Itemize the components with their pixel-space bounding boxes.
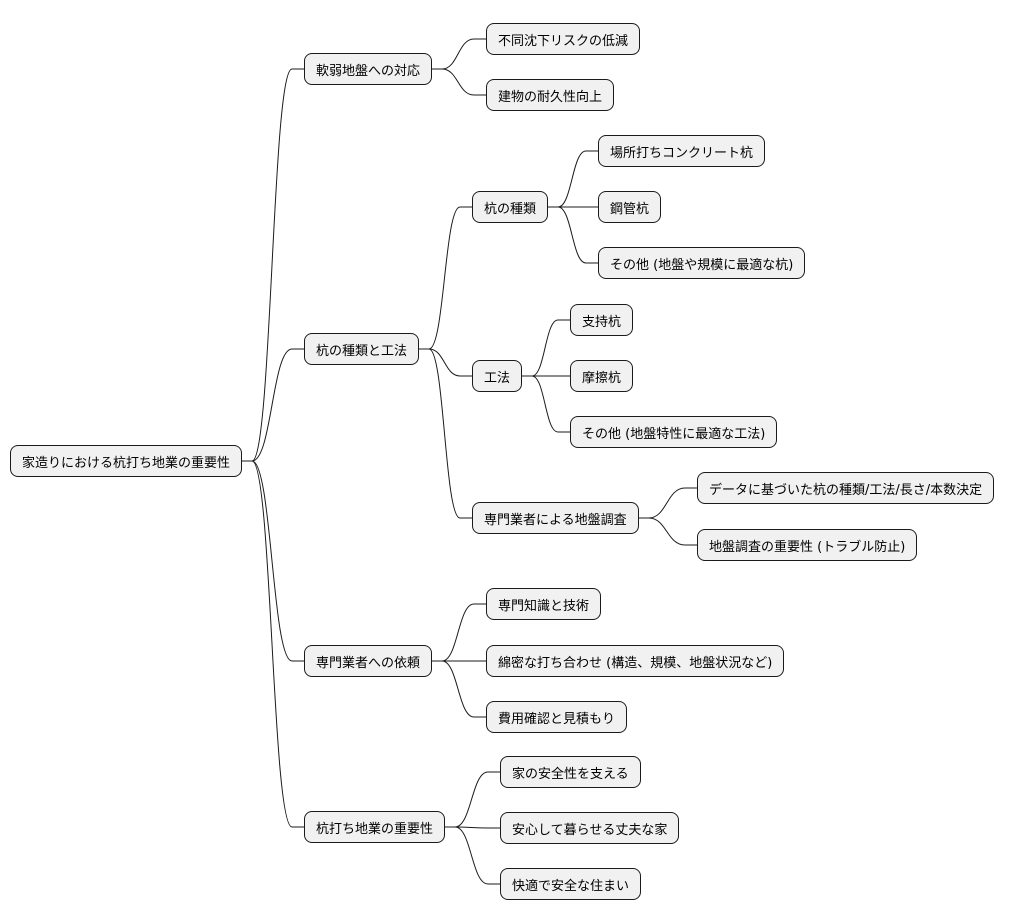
connector-22 (445, 826, 500, 885)
connector-8 (419, 348, 472, 519)
node-comfortable-home: 快適で安全な住まい (500, 868, 642, 900)
node-expertise: 専門知識と技術 (486, 588, 602, 620)
connector-12 (522, 319, 570, 377)
node-durability: 建物の耐久性向上 (486, 79, 615, 111)
node-root: 家造りにおける杭打ち地業の重要性 (10, 445, 243, 477)
node-survey-importance: 地盤調査の重要性 (トラブル防止) (697, 529, 918, 561)
connector-14 (522, 375, 570, 433)
connector-15 (638, 487, 697, 519)
connector-6 (419, 206, 472, 350)
node-pile-types-methods: 杭の種類と工法 (304, 333, 420, 365)
node-cast-in-place-pile: 場所打ちコンクリート杭 (598, 135, 766, 167)
connector-4 (432, 38, 486, 70)
node-data-decision: データに基づいた杭の種類/工法/長さ/本数決定 (697, 472, 995, 504)
connector-0 (242, 68, 304, 462)
node-ground-survey: 専門業者による地盤調査 (472, 502, 639, 534)
node-pile-types: 杭の種類 (472, 191, 549, 223)
node-uneven-settlement: 不同沈下リスクの低減 (486, 23, 641, 55)
connector-9 (548, 150, 598, 208)
connector-16 (638, 517, 697, 546)
connector-11 (548, 206, 598, 264)
node-house-safety: 家の安全性を支える (500, 756, 641, 788)
connector-5 (432, 68, 486, 96)
node-other-method: その他 (地盤特性に最適な工法) (570, 416, 778, 448)
node-detailed-meeting: 綿密な打ち合わせ (構造、規模、地盤状況など) (486, 645, 785, 677)
connector-19 (432, 660, 486, 718)
connector-7 (419, 348, 472, 377)
connector-2 (242, 460, 304, 662)
node-bearing-pile: 支持杭 (570, 304, 634, 336)
node-cost-estimate: 費用確認と見積もり (486, 701, 628, 733)
node-soft-ground: 軟弱地盤への対応 (304, 53, 433, 85)
node-sturdy-house: 安心して暮らせる丈夫な家 (500, 812, 680, 844)
node-specialist-request: 専門業者への依頼 (304, 645, 433, 677)
connector-20 (445, 771, 500, 828)
connector-17 (432, 603, 486, 662)
node-friction-pile: 摩擦杭 (570, 360, 634, 392)
node-steel-pipe-pile: 鋼管杭 (598, 191, 662, 223)
connector-1 (242, 348, 304, 462)
node-other-pile: その他 (地盤や規模に最適な杭) (598, 247, 806, 279)
node-piling-importance: 杭打ち地業の重要性 (304, 811, 446, 843)
node-methods: 工法 (472, 360, 523, 392)
connector-3 (242, 460, 304, 828)
